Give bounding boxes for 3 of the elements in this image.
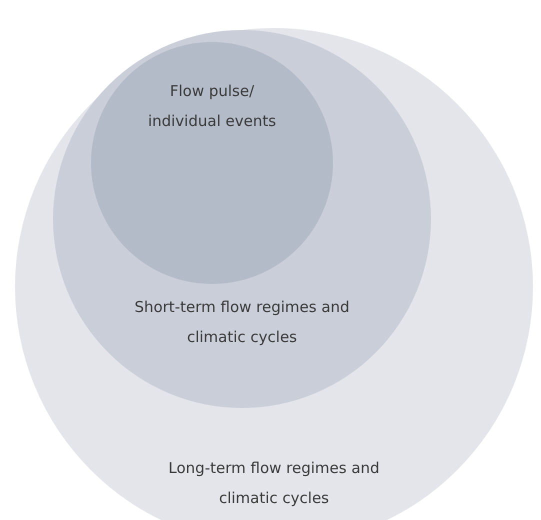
circle-label: Flow pulse/ individual events	[146, 81, 278, 132]
circle-label: Short-term flow regimes and climatic cycles	[133, 297, 351, 348]
circle-label: Long-term flow regimes and climatic cycles	[167, 458, 381, 509]
